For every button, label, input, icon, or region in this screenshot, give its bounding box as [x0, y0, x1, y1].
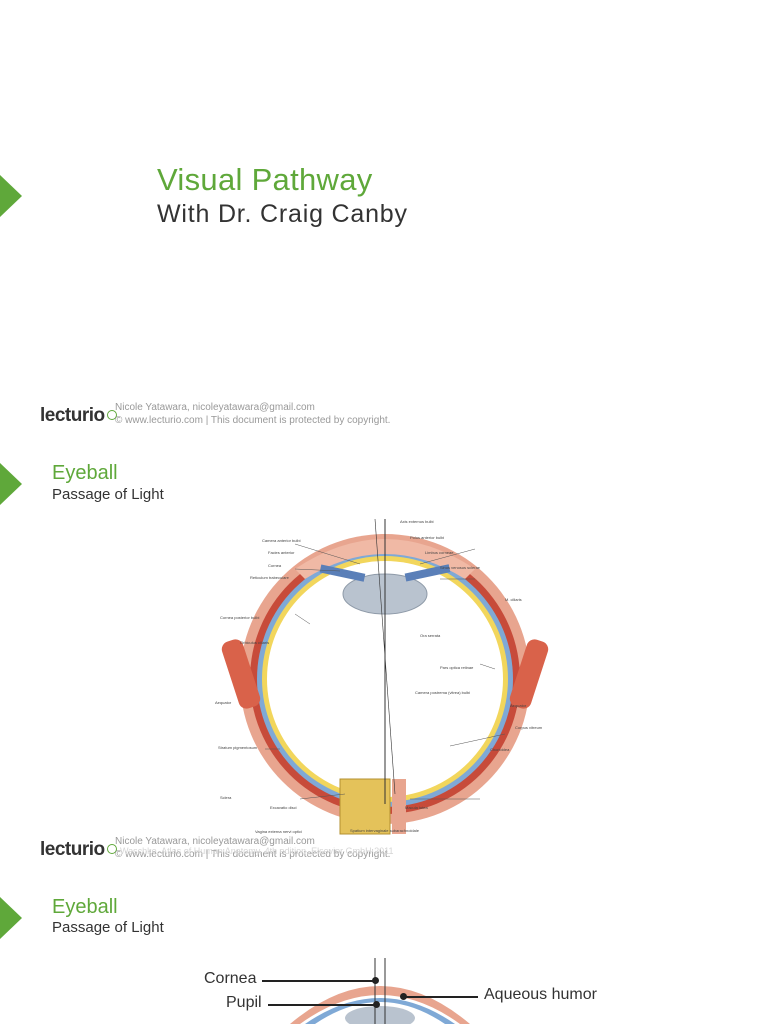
svg-text:Vagina externa nervi optici: Vagina externa nervi optici — [255, 829, 302, 834]
footer-user-line: Nicole Yatawara, nicoleyatawara@gmail.co… — [115, 402, 315, 413]
leader-cornea — [262, 980, 375, 982]
label-aqueous-humor: Aqueous humor — [484, 986, 597, 1003]
arrow-right-icon — [0, 897, 22, 939]
svg-text:Limbus corneae: Limbus corneae — [425, 550, 454, 555]
svg-text:Camera postrema (vitrea) bulbi: Camera postrema (vitrea) bulbi — [415, 690, 470, 695]
footer-copyright-line: © www.lecturio.com | This document is pr… — [115, 849, 391, 860]
slide-footer: lecturio Nicole Yatawara, nicoleyatawara… — [40, 402, 600, 434]
leader-cornea-dot — [372, 977, 379, 984]
svg-text:Excavatio disci: Excavatio disci — [270, 805, 297, 810]
svg-text:Macula lutea: Macula lutea — [405, 805, 428, 810]
footer-text: Nicole Yatawara, nicoleyatawara@gmail.co… — [115, 835, 390, 861]
eyeball-labeled-diagram — [290, 958, 470, 1024]
leader-aqueous-dot — [400, 993, 407, 1000]
svg-text:Cornea posterior bulbi: Cornea posterior bulbi — [220, 615, 259, 620]
lecturio-logo: lecturio — [40, 839, 117, 861]
svg-text:Sclera: Sclera — [220, 795, 232, 800]
lecturio-logo: lecturio — [40, 405, 117, 427]
arrow-right-icon — [0, 175, 22, 217]
leader-pupil-dot — [373, 1001, 380, 1008]
svg-text:Pars optica retinae: Pars optica retinae — [440, 665, 474, 670]
svg-text:Chorioidea: Chorioidea — [490, 747, 510, 752]
footer-text: Nicole Yatawara, nicoleyatawara@gmail.co… — [115, 401, 390, 427]
slide-footer: lecturio Nicole Yatawara, nicoleyatawara… — [40, 836, 600, 868]
slide-eyeball-labeled: Eyeball Passage of Light Cornea Pupil Aq… — [0, 868, 768, 1024]
svg-text:Aequator: Aequator — [510, 703, 527, 708]
svg-text:Aequator: Aequator — [215, 700, 232, 705]
svg-text:Corpus vitreum: Corpus vitreum — [515, 725, 543, 730]
svg-text:Camera anterior bulbi: Camera anterior bulbi — [262, 538, 301, 543]
slide-title: Visual Pathway With Dr. Craig Canby lect… — [0, 0, 768, 434]
svg-text:Orbiculus ciliaris: Orbiculus ciliaris — [240, 640, 269, 645]
svg-text:Stratum pigmentosum: Stratum pigmentosum — [218, 745, 258, 750]
svg-text:Facies anterior: Facies anterior — [268, 550, 295, 555]
svg-text:M. ciliaris: M. ciliaris — [505, 597, 522, 602]
footer-copyright-line: © www.lecturio.com | This document is pr… — [115, 415, 391, 426]
label-cornea: Cornea — [204, 970, 257, 987]
leader-pupil — [268, 1004, 376, 1006]
label-pupil: Pupil — [226, 994, 262, 1011]
eyeball-cross-section-diagram: Camera anterior bulbi Facies anterior Co… — [215, 518, 549, 835]
image-credit: Waschke, Atlas of Human Anatomy, 4th edi… — [120, 846, 394, 856]
slide-heading: Eyeball — [52, 462, 118, 484]
svg-text:Reticulum trabeculare: Reticulum trabeculare — [250, 575, 290, 580]
svg-text:Spatium intervaginale subarach: Spatium intervaginale subarachnoidale — [350, 828, 420, 833]
slide-subheading: Passage of Light — [52, 486, 164, 503]
footer-user-line: Nicole Yatawara, nicoleyatawara@gmail.co… — [115, 836, 315, 847]
svg-text:Ora serrata: Ora serrata — [420, 633, 441, 638]
svg-text:Polus anterior bulbi: Polus anterior bulbi — [410, 535, 444, 540]
slide-title-text: Visual Pathway — [157, 162, 373, 197]
svg-text:Sinus venosus sclerae: Sinus venosus sclerae — [440, 565, 481, 570]
slide-eyeball-atlas: Eyeball Passage of Light — [0, 434, 768, 868]
slide-subtitle-text: With Dr. Craig Canby — [157, 200, 408, 228]
svg-text:Axis externus bulbi: Axis externus bulbi — [400, 519, 434, 524]
slide-heading: Eyeball — [52, 896, 118, 918]
arrow-right-icon — [0, 463, 22, 505]
leader-aqueous — [404, 996, 478, 998]
svg-text:Cornea: Cornea — [268, 563, 282, 568]
slide-subheading: Passage of Light — [52, 919, 164, 936]
